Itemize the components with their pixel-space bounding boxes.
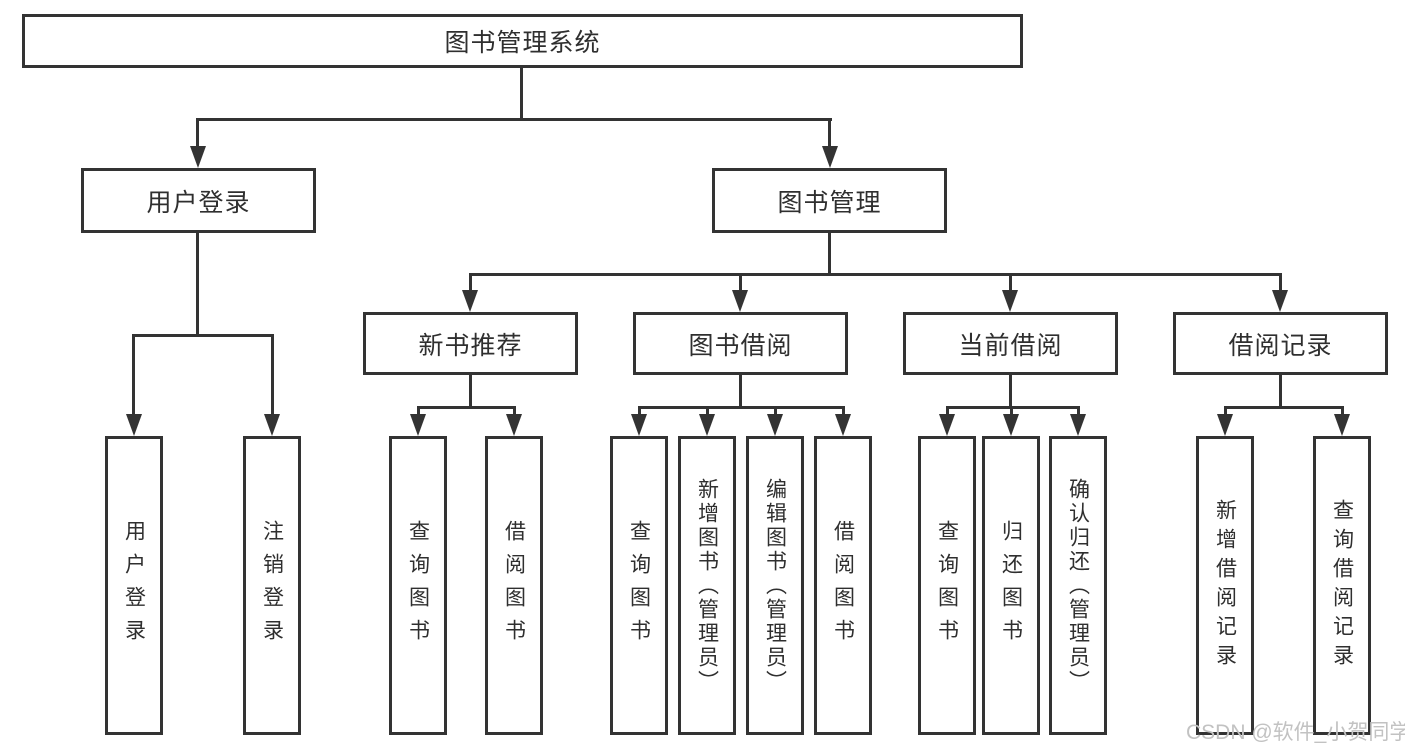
leaf-add-books-admin: 新增图书（管理员） [678, 436, 736, 735]
arrow-down-query-books-recommend [410, 414, 426, 436]
node-book-management-label: 图书管理 [777, 188, 882, 217]
leaf-edit-books-admin: 编辑图书（管理员） [746, 436, 804, 735]
arrow-down-add-borrow-record [1217, 414, 1233, 436]
arrow-down-edit-books [767, 414, 783, 436]
connector-borrowing-records-stem [1279, 375, 1282, 409]
arrow-down-borrowing-records [1272, 290, 1288, 312]
arrow-down-leaf-user-login [126, 414, 142, 436]
connector-drop-current-borrowing [1009, 273, 1012, 296]
connector-drop-query-books-current [946, 406, 949, 420]
connector-root-stem [520, 68, 523, 121]
leaf-return-books-label: 归还图书 [999, 519, 1023, 652]
leaf-confirm-return-admin: 确认归还（管理员） [1049, 436, 1107, 735]
node-current-borrowing-label: 当前借阅 [958, 331, 1063, 360]
connector-book-borrowing-stem [739, 375, 742, 409]
leaf-add-borrow-record: 新增借阅记录 [1196, 436, 1254, 735]
leaf-add-borrow-record-label: 新增借阅记录 [1213, 498, 1237, 673]
connector-drop-borrowing-records [1279, 273, 1282, 296]
connector-current-borrowing-hbar [946, 406, 1080, 409]
node-book-borrowing: 图书借阅 [633, 312, 848, 375]
connector-drop-leaf-logout [271, 334, 274, 420]
arrow-down-query-borrow-record [1334, 414, 1350, 436]
node-new-book-recommendation: 新书推荐 [363, 312, 578, 375]
connector-drop-leaf-user-login [132, 334, 135, 420]
connector-drop-query-books-recommend [417, 406, 420, 420]
leaf-query-borrow-record: 查询借阅记录 [1313, 436, 1371, 735]
arrow-down-confirm-return [1070, 414, 1086, 436]
leaf-borrow-books: 借阅图书 [814, 436, 872, 735]
leaf-borrow-books-recommend-label: 借阅图书 [502, 519, 526, 652]
connector-drop-add-books [706, 406, 709, 420]
leaf-logout-label: 注销登录 [260, 519, 284, 652]
node-root-label: 图书管理系统 [444, 29, 601, 57]
arrow-down-book-borrowing [732, 290, 748, 312]
connector-new-book-stem [469, 375, 472, 409]
connector-drop-query-books-borrowing [638, 406, 641, 420]
node-borrowing-records: 借阅记录 [1173, 312, 1388, 375]
connector-drop-edit-books [774, 406, 777, 420]
arrow-down-book-management [822, 146, 838, 168]
connector-drop-return-books [1010, 406, 1013, 420]
connector-book-management-hbar [469, 273, 1282, 276]
csdn-watermark: CSDN @软件_小贺同学 [1186, 721, 1405, 744]
arrow-down-add-books [699, 414, 715, 436]
node-root-library-management-system: 图书管理系统 [22, 14, 1023, 68]
leaf-user-login-label: 用户登录 [122, 519, 146, 652]
leaf-query-books-current: 查询图书 [918, 436, 976, 735]
connector-drop-borrow-books-recommend [513, 406, 516, 420]
connector-drop-book-borrowing [739, 273, 742, 296]
node-user-login-label: 用户登录 [146, 188, 251, 217]
arrow-down-new-book [462, 290, 478, 312]
connector-drop-borrow-books [842, 406, 845, 420]
connector-root-hbar [197, 118, 832, 121]
connector-borrowing-records-hbar [1224, 406, 1344, 409]
arrow-down-query-books-borrowing [631, 414, 647, 436]
leaf-add-books-admin-label: 新增图书（管理员） [695, 477, 719, 694]
connector-user-login-stem [196, 233, 199, 337]
leaf-query-borrow-record-label: 查询借阅记录 [1330, 498, 1354, 673]
arrow-down-query-books-current [939, 414, 955, 436]
leaf-query-books-borrowing: 查询图书 [610, 436, 668, 735]
node-current-borrowing: 当前借阅 [903, 312, 1118, 375]
node-book-borrowing-label: 图书借阅 [688, 331, 793, 360]
leaf-query-books-current-label: 查询图书 [935, 519, 959, 652]
leaf-confirm-return-admin-label: 确认归还（管理员） [1066, 477, 1090, 694]
node-borrowing-records-label: 借阅记录 [1228, 331, 1333, 360]
node-book-management: 图书管理 [712, 168, 947, 233]
arrow-down-borrow-books-recommend [506, 414, 522, 436]
arrow-down-leaf-logout [264, 414, 280, 436]
connector-user-login-hbar [132, 334, 274, 337]
arrow-down-user-login [190, 146, 206, 168]
leaf-query-books-recommend-label: 查询图书 [406, 519, 430, 652]
leaf-borrow-books-label: 借阅图书 [831, 519, 855, 652]
connector-new-book-hbar [417, 406, 516, 409]
connector-drop-confirm-return [1077, 406, 1080, 420]
connector-current-borrowing-stem [1009, 375, 1012, 409]
connector-book-borrowing-hbar [638, 406, 845, 409]
leaf-user-login: 用户登录 [105, 436, 163, 735]
leaf-logout: 注销登录 [243, 436, 301, 735]
connector-drop-new-book [469, 273, 472, 296]
arrow-down-borrow-books [835, 414, 851, 436]
connector-drop-query-borrow-record [1341, 406, 1344, 420]
connector-drop-user-login [196, 118, 199, 151]
leaf-borrow-books-recommend: 借阅图书 [485, 436, 543, 735]
arrow-down-current-borrowing [1002, 290, 1018, 312]
connector-book-management-stem [828, 233, 831, 276]
leaf-query-books-borrowing-label: 查询图书 [627, 519, 651, 652]
connector-drop-book-management [828, 118, 831, 151]
node-user-login: 用户登录 [81, 168, 316, 233]
arrow-down-return-books [1003, 414, 1019, 436]
leaf-query-books-recommend: 查询图书 [389, 436, 447, 735]
leaf-return-books: 归还图书 [982, 436, 1040, 735]
node-new-book-recommendation-label: 新书推荐 [418, 331, 523, 360]
connector-drop-add-borrow-record [1224, 406, 1227, 420]
leaf-edit-books-admin-label: 编辑图书（管理员） [763, 477, 787, 694]
